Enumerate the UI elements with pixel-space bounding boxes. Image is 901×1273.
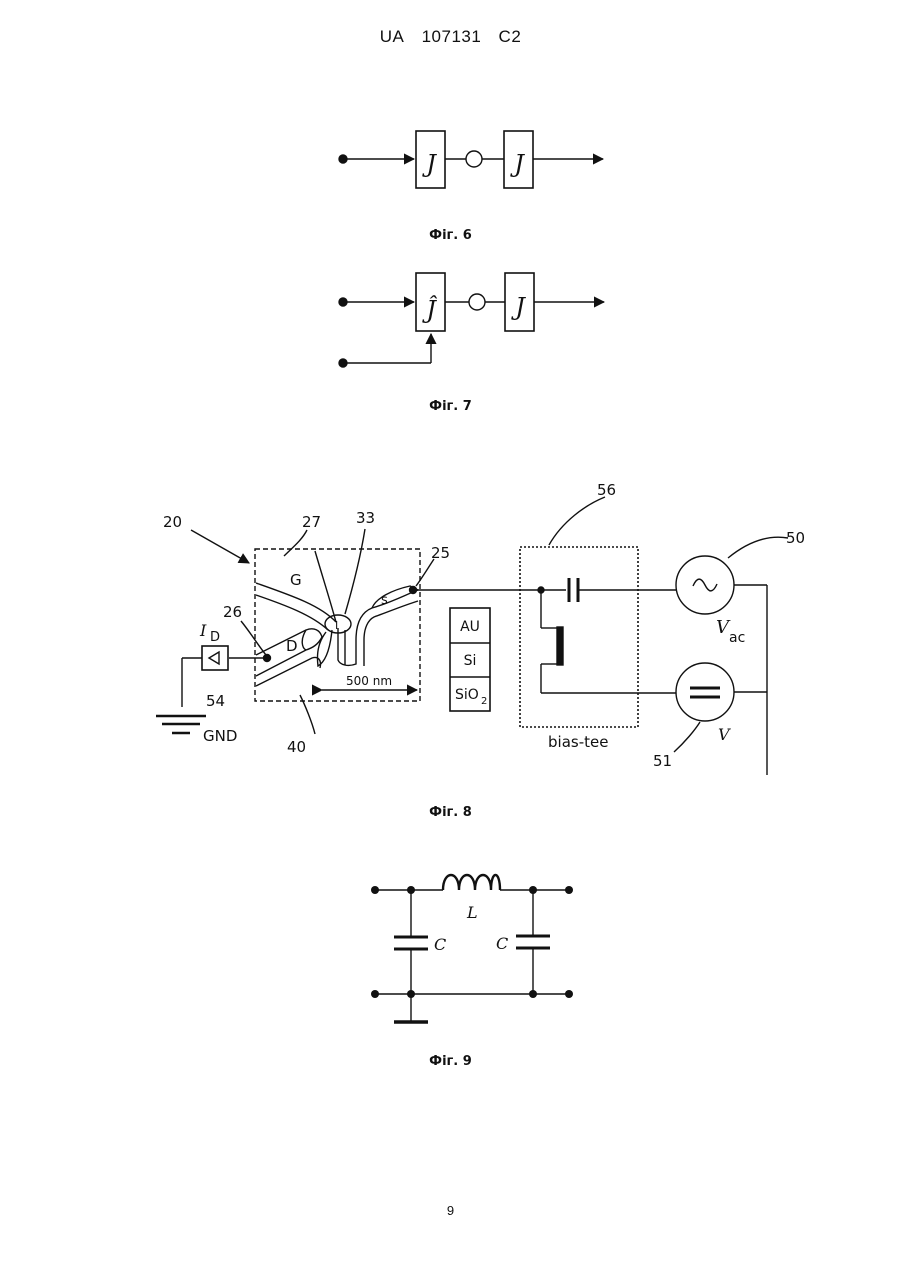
inductor-coil [443, 875, 500, 890]
figure-9-diagram [375, 875, 569, 1022]
ref-54: 54 [206, 692, 225, 710]
figure-9-caption: Фіг. 9 [0, 1054, 901, 1069]
ground-symbol [156, 716, 206, 733]
ref-26: 26 [223, 603, 242, 621]
figure-6-diagram [339, 131, 603, 188]
drain-label: D [286, 637, 298, 655]
legend-au: AU [460, 619, 480, 635]
figure-8-diagram [156, 497, 788, 775]
gate-label: G [290, 571, 302, 589]
source-label: s [381, 593, 388, 608]
figure-7-caption: Фіг. 7 [0, 399, 901, 414]
current-symbol: I [199, 621, 207, 640]
ref-40: 40 [287, 738, 306, 756]
gate-electrode [256, 583, 336, 630]
vdc-symbol: V [718, 725, 731, 744]
legend-si: Si [464, 653, 477, 669]
bias-tee-label: bias-tee [548, 733, 608, 751]
island-label: I [335, 619, 338, 632]
vac-subscript: ac [729, 630, 745, 646]
fig7-block1-label: Ĵ [421, 295, 437, 324]
capacitor-left-label: C [434, 935, 446, 954]
capacitor-right-label: C [496, 934, 508, 953]
ref-25: 25 [431, 544, 450, 562]
scale-label: 500 nm [346, 674, 392, 688]
legend-sio2: SiO [455, 687, 479, 703]
ref-56: 56 [597, 481, 616, 499]
inductor-label: L [466, 903, 478, 922]
gnd-label: GND [203, 727, 237, 745]
ref-20: 20 [163, 513, 182, 531]
fig6-block1-label: J [421, 150, 437, 178]
ref-33: 33 [356, 509, 375, 527]
ref-27: 27 [302, 513, 321, 531]
fig6-block2-label: J [509, 150, 525, 178]
page-number: 9 [0, 1203, 901, 1218]
dc-source [676, 663, 734, 721]
ref-50: 50 [786, 529, 805, 547]
current-amplifier [202, 646, 228, 670]
figure-8-caption: Фіг. 8 [0, 805, 901, 820]
composition-circle [466, 151, 482, 167]
fig7-block2-label: J [510, 293, 526, 321]
figure-6-caption: Фіг. 6 [0, 228, 901, 243]
composition-circle [469, 294, 485, 310]
legend-sio2-subscript: 2 [481, 696, 487, 707]
ref-51: 51 [653, 752, 672, 770]
bias-tee-box [520, 547, 638, 727]
figure-7-diagram [339, 273, 604, 367]
current-subscript: D [210, 630, 220, 645]
